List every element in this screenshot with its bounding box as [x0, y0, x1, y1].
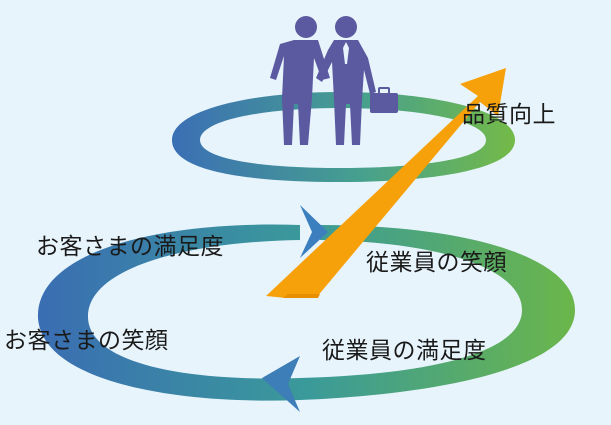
employee-satisfaction-label: 従業員の満足度 [322, 338, 487, 364]
lower-ring-arrowhead-top [300, 205, 328, 258]
orange-arrow [266, 68, 506, 298]
quality-improvement-label: 品質向上 [462, 102, 556, 128]
lower-ring-arrowhead-bottom [262, 356, 300, 412]
lower-cycle-ring [37, 205, 575, 412]
briefcase-icon [370, 87, 398, 113]
quality-improvement-arrow [266, 68, 506, 298]
customer-smile-label: お客さまの笑顔 [4, 328, 169, 354]
customer-satisfaction-label: お客さまの満足度 [36, 234, 224, 260]
employee-smile-label: 従業員の笑顔 [366, 250, 507, 276]
handshake-businessmen-icon [270, 16, 376, 145]
